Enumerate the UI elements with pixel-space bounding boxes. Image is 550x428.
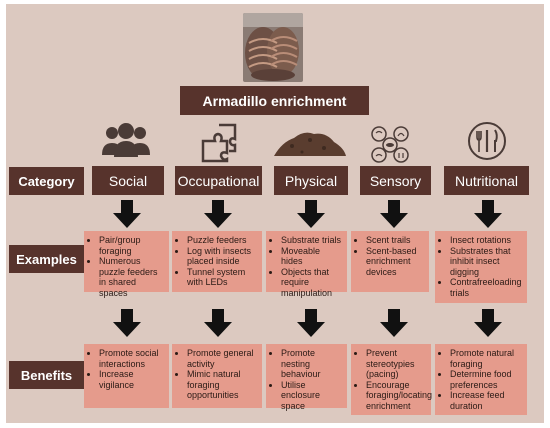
benefits-sensory: Prevent stereotypies (pacing) Encourage … [351,344,432,415]
down-arrow-icon [297,309,325,337]
armadillo-photo [243,13,303,82]
down-arrow-icon [204,309,232,337]
row-label-examples: Examples [9,245,84,273]
examples-nutritional: Insect rotations Substrates that inhibit… [435,231,527,303]
list-item: Moveable hides [281,246,343,267]
list-item: Increase vigilance [99,369,165,390]
down-arrow-icon [380,200,408,228]
group-people-icon [100,121,152,166]
list-item: Pair/group foraging [99,235,165,256]
list-item: Determine food preferences [450,369,523,390]
down-arrow-icon [474,309,502,337]
down-arrow-icon [113,200,141,228]
category-nutritional: Nutritional [444,166,529,195]
plate-cutlery-icon [467,121,507,166]
list-item: Insect rotations [450,235,523,246]
benefits-physical: Promote nesting behaviour Utilise enclos… [266,344,347,411]
down-arrow-icon [380,309,408,337]
list-item: Contrafreeloading trials [450,277,523,298]
down-arrow-icon [113,309,141,337]
list-item: Promote natural foraging [450,348,523,369]
list-item: Substrates that inhibit insect digging [450,246,523,278]
list-item: Log with insects placed inside [187,246,258,267]
list-item: Objects that require manipulation [281,267,343,299]
list-item: Prevent stereotypies (pacing) [366,348,427,380]
soil-pile-icon [272,128,348,163]
list-item: Promote social interactions [99,348,165,369]
category-physical: Physical [274,166,348,195]
examples-physical: Substrate trials Moveable hides Objects … [266,231,347,298]
category-occupational: Occupational [175,166,262,195]
examples-occupational: Puzzle feeders Log with insects placed i… [172,231,262,292]
category-sensory: Sensory [360,166,431,195]
list-item: Numerous puzzle feeders in shared spaces [99,256,165,298]
examples-social: Pair/group foraging Numerous puzzle feed… [84,231,169,298]
senses-icon [369,124,411,169]
puzzle-pieces-icon [199,121,241,168]
diagram-title: Armadillo enrichment [180,86,369,115]
list-item: Promote nesting behaviour [281,348,343,380]
examples-sensory: Scent trails Scent-based enrichment devi… [351,231,429,292]
list-item: Encourage foraging/locating enrichment [366,380,432,412]
down-arrow-icon [474,200,502,228]
down-arrow-icon [204,200,232,228]
category-social: Social [92,166,164,195]
list-item: Substrate trials [281,235,343,246]
list-item: Mimic natural foraging opportunities [187,369,258,401]
benefits-occupational: Promote general activity Mimic natural f… [172,344,262,408]
list-item: Tunnel system with LEDs [187,267,258,288]
row-label-benefits: Benefits [9,361,84,389]
benefits-nutritional: Promote natural foraging Determine food … [435,344,527,415]
benefits-social: Promote social interactions Increase vig… [84,344,169,408]
list-item: Scent trails [366,235,425,246]
list-item: Puzzle feeders [187,235,258,246]
list-item: Promote general activity [187,348,258,369]
list-item: Scent-based enrichment devices [366,246,425,278]
list-item: Utilise enclosure space [281,380,343,412]
row-label-category: Category [9,167,84,195]
list-item: Increase feed duration [450,390,523,411]
down-arrow-icon [297,200,325,228]
